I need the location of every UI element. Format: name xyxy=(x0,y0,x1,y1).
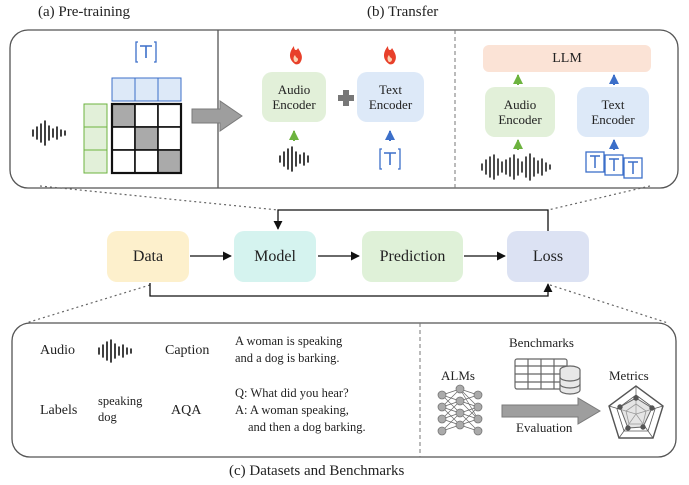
prediction-label: Prediction xyxy=(379,247,446,265)
audio-encoder-box: Audio Encoder xyxy=(262,72,326,122)
aqa-question: Q: What did you hear? xyxy=(235,386,349,400)
caption-label: Caption xyxy=(165,343,210,358)
text-token-icon xyxy=(379,148,401,170)
labels-text: speaking dog xyxy=(98,394,143,424)
text-encoder-box-2: Text Encoder xyxy=(577,87,649,137)
model-label: Model xyxy=(254,247,296,265)
metrics-label: Metrics xyxy=(609,368,649,383)
audio-encoder-box-2: Audio Encoder xyxy=(485,87,555,137)
audio-encoder-label-2: Audio Encoder xyxy=(498,97,542,127)
neural-network-icon xyxy=(437,384,483,436)
aqa-answer-cont: and then a dog barking. xyxy=(248,420,366,434)
data-box: Data xyxy=(107,231,189,282)
zoom-line-bottom-left xyxy=(25,284,151,324)
text-encoder-box: Text Encoder xyxy=(357,72,424,122)
prediction-box: Prediction xyxy=(362,231,463,282)
feedback-arrow-loss-to-model xyxy=(273,209,549,231)
benchmarks-label: Benchmarks xyxy=(509,335,574,350)
audio-encoder-label: Audio Encoder xyxy=(272,82,316,112)
zoom-line-top-right xyxy=(547,185,651,211)
model-box: Model xyxy=(234,231,316,282)
audio-label: Audio xyxy=(40,343,75,358)
zoom-line-top-left xyxy=(39,185,279,211)
audio-waveform-icon xyxy=(98,339,132,363)
bottom-panel-frame xyxy=(11,322,677,458)
text-encoder-label: Text Encoder xyxy=(368,82,413,112)
evaluation-arrow xyxy=(501,397,601,425)
caption-pretraining: (a) Pre-training xyxy=(38,4,131,20)
data-label: Data xyxy=(132,247,164,265)
fire-icon xyxy=(290,46,302,65)
llm-label: LLM xyxy=(552,50,582,66)
pretrain-to-transfer-arrow xyxy=(191,100,243,132)
arrow-data-to-loss xyxy=(149,283,553,297)
audio-embedding-column xyxy=(83,103,108,174)
zoom-line-bottom-right xyxy=(549,284,669,324)
plus-icon xyxy=(338,90,354,106)
caption-transfer: (b) Transfer xyxy=(367,4,439,20)
caption-text: A woman is speaking and a dog is barking… xyxy=(235,334,343,365)
text-token-icon xyxy=(135,41,157,63)
loss-box: Loss xyxy=(507,231,589,282)
aqa-answer: A: A woman speaking, xyxy=(235,403,349,417)
llm-box: LLM xyxy=(483,45,651,72)
radar-chart-icon xyxy=(608,385,664,439)
caption-datasets: (c) Datasets and Benchmarks xyxy=(229,463,405,479)
audio-waveform-icon xyxy=(279,146,309,172)
text-embedding-row xyxy=(111,77,182,102)
top-panel-frame xyxy=(9,29,679,189)
audio-waveform-icon xyxy=(32,120,66,146)
fire-icon xyxy=(384,46,396,65)
audio-waveform-icon xyxy=(481,153,551,181)
table-database-icon xyxy=(514,358,581,395)
aqa-label: AQA xyxy=(171,403,202,418)
loss-label: Loss xyxy=(532,247,564,265)
text-token-icon xyxy=(585,151,643,179)
alms-label: ALMs xyxy=(441,368,475,383)
labels-label: Labels xyxy=(40,403,78,418)
evaluation-label: Evaluation xyxy=(516,420,573,435)
similarity-matrix xyxy=(110,102,183,175)
text-encoder-label-2: Text Encoder xyxy=(591,97,635,127)
